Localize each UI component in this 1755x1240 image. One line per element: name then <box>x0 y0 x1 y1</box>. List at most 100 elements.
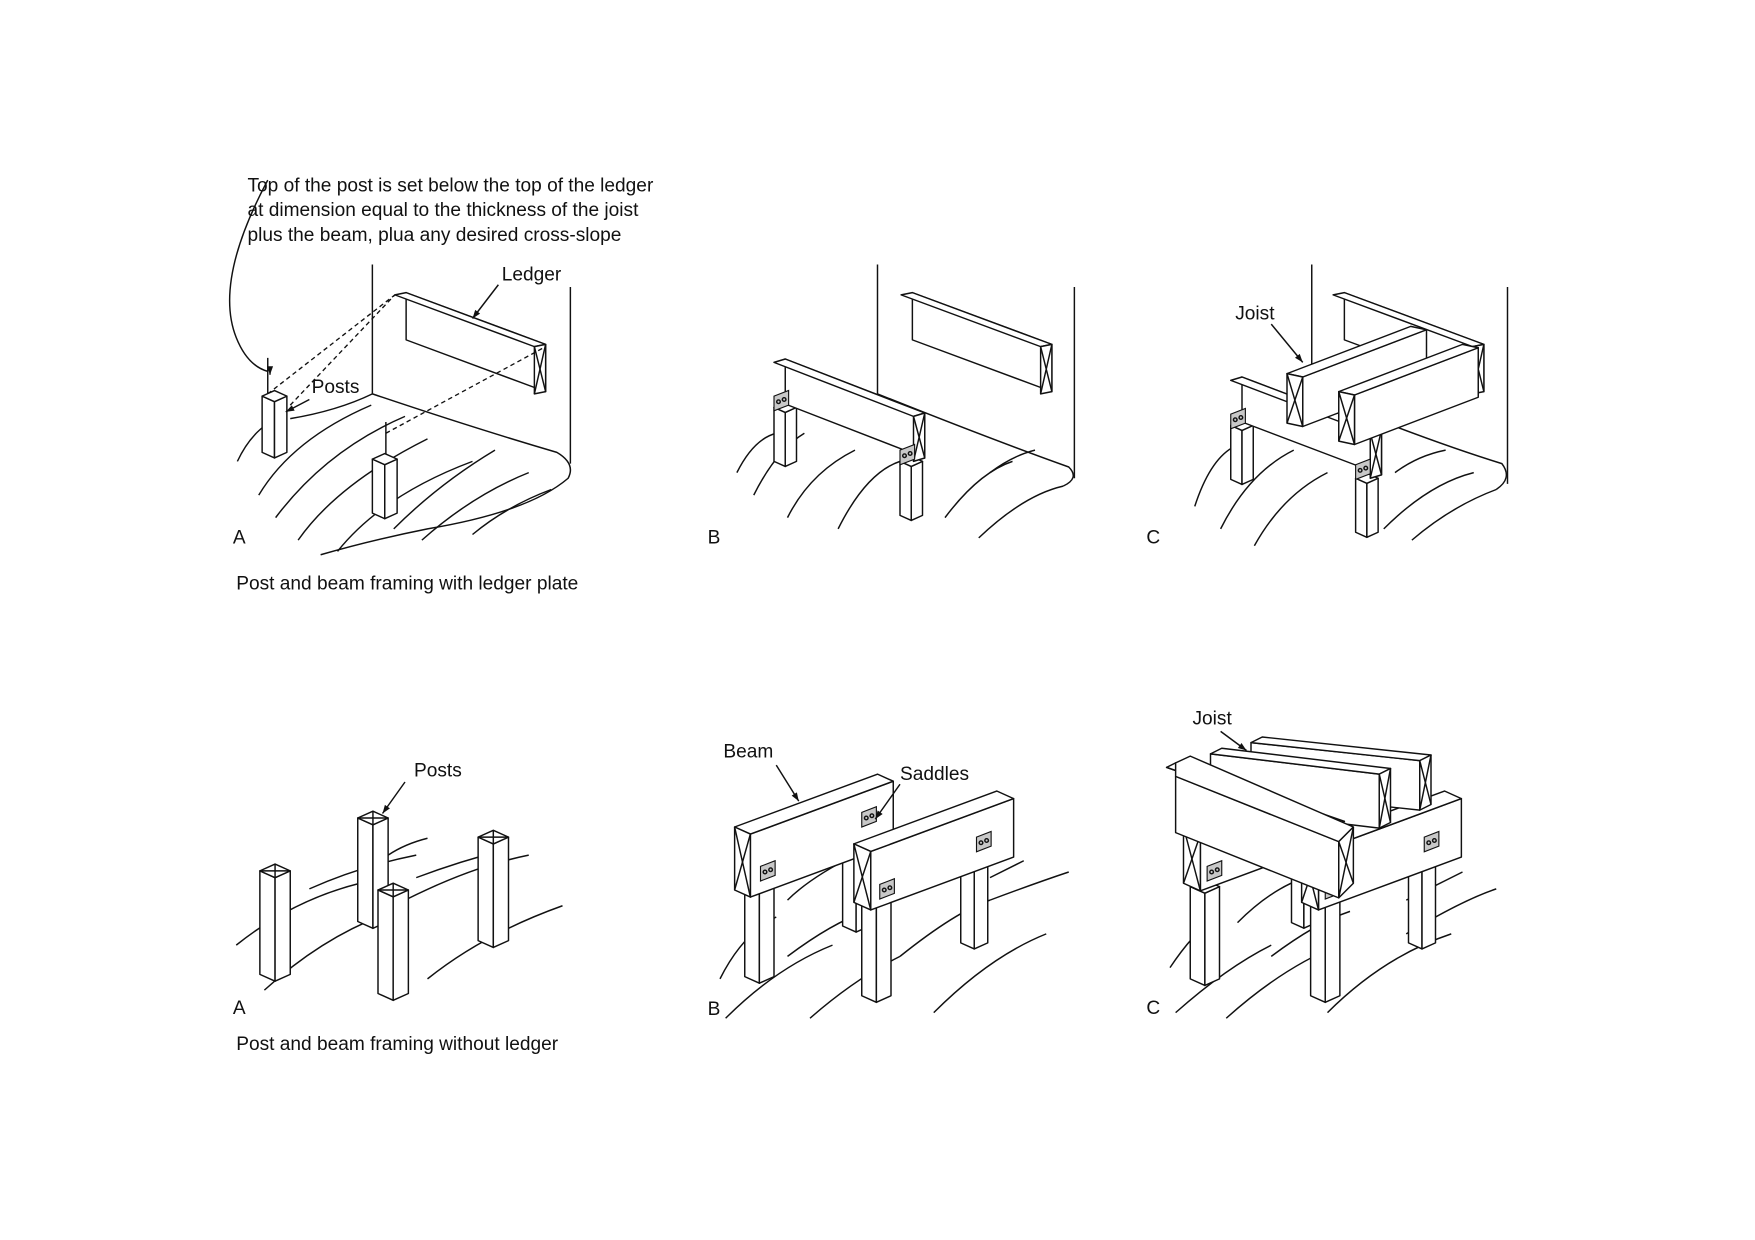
ground-line <box>336 460 473 552</box>
panel-b-bottom: B <box>708 999 721 1020</box>
bolt <box>768 867 774 873</box>
post-top <box>371 452 398 466</box>
post-right-face <box>1324 899 1341 1004</box>
beam-top-c-end-x <box>1369 429 1383 479</box>
dash-line <box>267 294 396 395</box>
joist-c3-end-x <box>1419 760 1432 805</box>
leader-curve <box>228 179 269 373</box>
panel-c-bottom: C <box>1146 998 1160 1019</box>
ground-line <box>1194 447 1233 507</box>
ground-line <box>1253 471 1328 547</box>
post-left-face <box>899 460 912 522</box>
beam-arrow-head <box>791 792 799 802</box>
ledger-arrow-head <box>472 309 481 319</box>
post-left-face <box>261 395 276 459</box>
post-left-face <box>1230 424 1243 486</box>
saddle-plate <box>1206 859 1223 882</box>
post-left-face <box>1309 899 1326 1004</box>
ledger-label: Ledger <box>502 264 562 285</box>
panel-a-bottom: A <box>233 998 246 1019</box>
joist-c2-end-x <box>1378 773 1392 823</box>
bolt <box>1426 840 1432 846</box>
post-right-face <box>784 406 798 468</box>
ground-line <box>472 488 552 536</box>
note-line-1: Top of the post is set below the top of … <box>248 175 654 196</box>
ground-line <box>989 860 1025 879</box>
post-left-face <box>773 406 786 468</box>
joist-label-top: Joist <box>1235 304 1275 325</box>
line-drawing <box>228 179 1509 1019</box>
note-line-3: plus the beam, plua any desired cross-sl… <box>248 225 622 246</box>
bolt <box>781 396 787 403</box>
ground-line <box>736 432 777 473</box>
post-right-face <box>758 885 775 984</box>
post-left-face <box>357 817 374 930</box>
posts-label-bottom: Posts <box>414 760 462 781</box>
floor-edge <box>320 393 572 556</box>
post-left-face <box>377 889 394 1002</box>
bolt <box>1363 465 1369 471</box>
ground-line <box>1394 449 1446 474</box>
bolt <box>887 885 893 891</box>
saddle-plate <box>1230 407 1246 430</box>
post-right-face <box>384 458 398 520</box>
bolt <box>863 815 869 821</box>
post-right-face <box>910 460 924 522</box>
saddles-arrow-head <box>875 810 883 820</box>
bolt <box>869 813 875 819</box>
bolt <box>1209 869 1215 875</box>
panel-c-top: C <box>1146 528 1160 549</box>
beam-c1-end-x <box>1182 834 1202 884</box>
bolt <box>1357 467 1363 473</box>
bolt <box>1232 417 1238 423</box>
ground-line <box>275 415 406 519</box>
ground-line <box>387 837 428 856</box>
post-left-face <box>1354 477 1368 539</box>
ledger-end-x <box>1039 344 1053 395</box>
post-right-face <box>273 395 288 459</box>
saddles-label: Saddles <box>900 764 969 785</box>
saddle-plate <box>899 443 916 466</box>
saddle-plate <box>759 859 776 882</box>
saddle-plate <box>861 805 877 828</box>
dash-line <box>385 346 546 434</box>
post-right-face <box>1204 885 1221 987</box>
saddle-plate <box>879 877 895 900</box>
bolt <box>775 399 782 405</box>
post-right-face <box>875 899 892 1004</box>
ground-line <box>1411 488 1497 541</box>
posts-leader <box>290 393 373 420</box>
ground-line <box>837 460 901 530</box>
ground-line <box>421 471 530 541</box>
note-line-2: at dimension equal to the thickness of t… <box>248 200 640 221</box>
bolt <box>1214 867 1220 873</box>
bolt <box>907 450 913 457</box>
bolt <box>978 840 984 846</box>
post-left-face <box>477 836 495 949</box>
ground-line <box>725 944 833 1019</box>
bolt <box>901 453 908 459</box>
saddle-plate <box>1355 458 1371 481</box>
leader-arrow-top-head <box>266 366 274 375</box>
post-left-face <box>861 899 878 1004</box>
bolt <box>762 869 768 875</box>
joist-c1-end-x <box>1338 826 1355 899</box>
post-left-face <box>371 458 386 520</box>
ground-line <box>989 871 1069 901</box>
ground-line <box>944 460 1013 519</box>
caption-bottom: Post and beam framing without ledger <box>236 1034 558 1055</box>
post-right-face <box>1241 424 1254 486</box>
post-right-face <box>274 870 291 982</box>
bolt <box>1431 837 1437 844</box>
post-right-face <box>492 836 510 949</box>
bolt <box>881 887 887 893</box>
dash-line <box>289 294 396 406</box>
post-left-face <box>259 870 276 982</box>
ground-line <box>933 933 1047 1014</box>
ground-line <box>1175 944 1272 1014</box>
posts-label-top: Posts <box>312 377 360 398</box>
ledger-end-x <box>533 344 547 395</box>
joist-arrow-top-head <box>1294 353 1303 363</box>
